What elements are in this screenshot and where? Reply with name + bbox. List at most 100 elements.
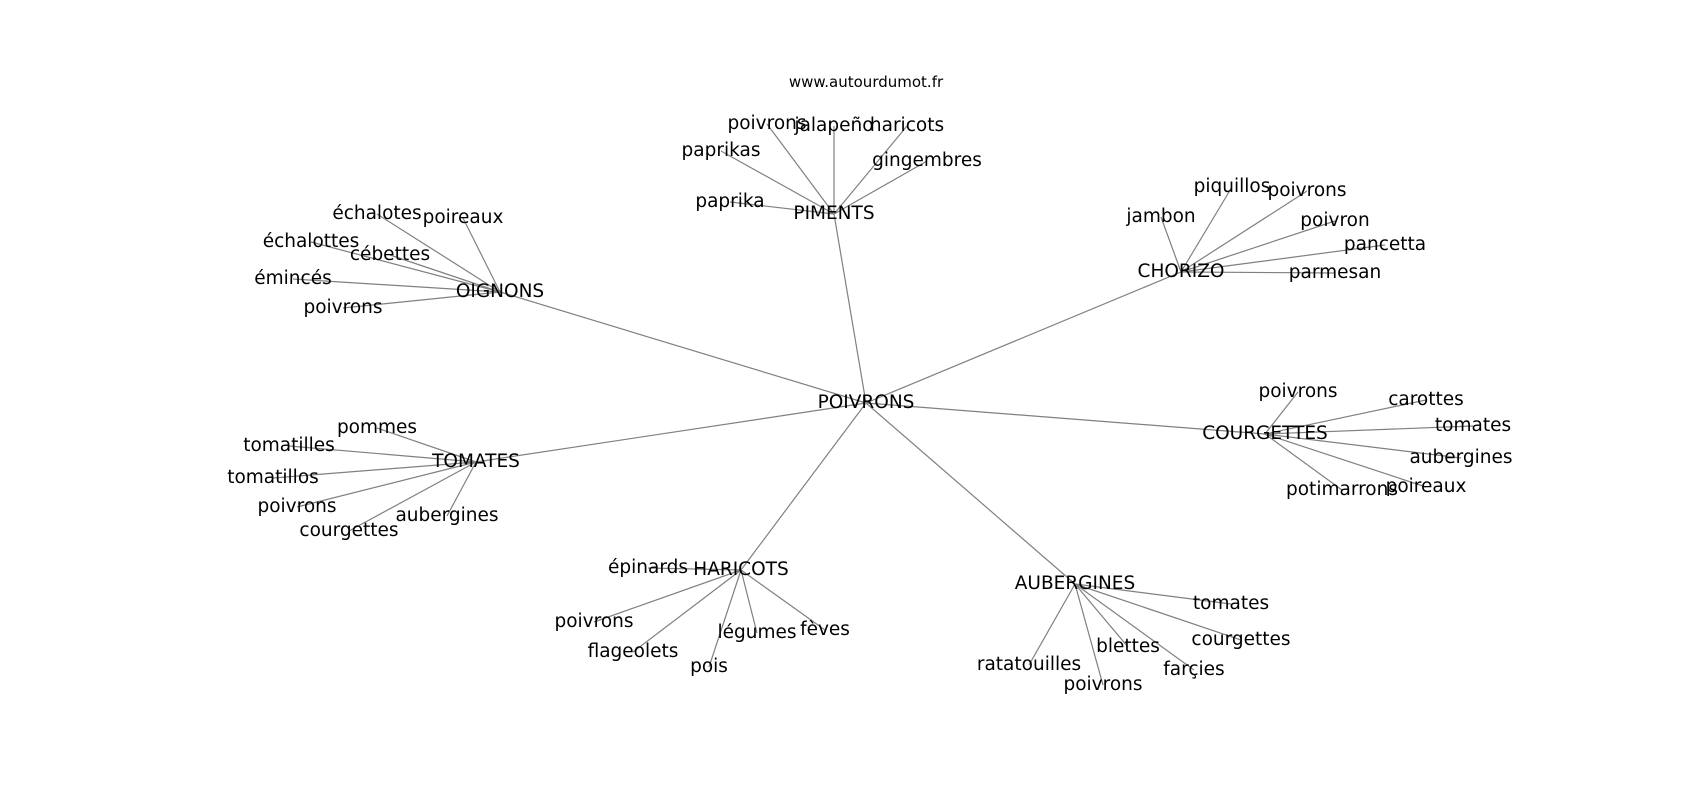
hub-node-label: AUBERGINES — [1015, 573, 1136, 594]
edge-hub-to-leaf — [1074, 583, 1232, 605]
leaf-node-label: tomatillos — [227, 467, 319, 488]
edge-hub-to-leaf — [1074, 583, 1242, 641]
edge-hub-to-leaf — [593, 569, 742, 623]
edge-hub-to-leaf — [1264, 399, 1427, 435]
leaf-node-label: flageolets — [588, 641, 679, 662]
leaf-node-label: pancetta — [1344, 234, 1426, 255]
leaf-node-label: poivrons — [554, 611, 633, 632]
edge-hub-to-leaf — [720, 150, 835, 215]
leaf-node-label: tomates — [1435, 415, 1511, 436]
leaf-node-label: légumes — [717, 622, 796, 643]
edge-hub-to-leaf — [1264, 433, 1462, 459]
edge-center-to-hub — [865, 402, 1076, 585]
leaf-node-label: cébettes — [350, 244, 430, 265]
edge-center-to-hub — [865, 271, 1182, 404]
edge-hub-to-leaf — [632, 569, 742, 653]
edge-hub-to-leaf — [310, 241, 501, 293]
edge-hub-to-leaf — [647, 567, 742, 571]
leaf-node-label: poireaux — [423, 207, 504, 228]
leaf-node-label: échalottes — [263, 231, 360, 252]
leaf-node-label: parmesan — [1289, 262, 1381, 283]
edge-hub-to-leaf — [376, 427, 477, 463]
hub-node-label: HARICOTS — [693, 559, 788, 580]
leaf-node-label: blettes — [1096, 636, 1160, 657]
edge-hub-to-leaf — [1074, 583, 1104, 686]
edge-hub-to-leaf — [740, 569, 826, 631]
edge-hub-to-leaf — [1074, 583, 1129, 648]
edge-center-to-hub — [499, 291, 867, 404]
edge-center-to-hub — [740, 402, 867, 571]
leaf-node-label: jalapeño — [793, 115, 873, 136]
leaf-node-label: fèves — [800, 619, 850, 640]
leaf-node-label: paprika — [695, 191, 764, 212]
edge-hub-to-leaf — [389, 254, 501, 293]
leaf-node-label: poivrons — [727, 113, 806, 134]
edge-hub-to-leaf — [729, 201, 835, 215]
leaf-node-label: poireaux — [1386, 476, 1467, 497]
leaf-node-label: carottes — [1388, 389, 1464, 410]
edge-hub-to-leaf — [292, 278, 501, 293]
leaf-node-label: émincés — [254, 268, 331, 289]
leaf-node-label: haricots — [870, 115, 944, 136]
leaf-node-label: poivrons — [1063, 674, 1142, 695]
leaf-node-label: épinards — [608, 557, 688, 578]
leaf-node-label: gingembres — [872, 150, 982, 171]
hub-node-label: OIGNONS — [456, 281, 544, 302]
edge-hub-to-leaf — [1264, 433, 1427, 488]
edge-hub-to-leaf — [272, 461, 477, 479]
leaf-node-label: pommes — [337, 417, 417, 438]
edge-hub-to-leaf — [1180, 220, 1336, 273]
edge-hub-to-leaf — [1264, 391, 1299, 435]
leaf-node-label: jambon — [1125, 206, 1195, 227]
center-node-label: POIVRONS — [818, 392, 915, 413]
edge-center-to-hub — [475, 402, 867, 463]
hub-node-label: COURGETTES — [1202, 423, 1328, 444]
leaf-node-label: poivrons — [303, 297, 382, 318]
leaf-node-label: pois — [690, 656, 728, 677]
edge-hub-to-leaf — [446, 461, 477, 517]
edge-hub-to-leaf — [288, 445, 477, 463]
edge-hub-to-leaf — [1074, 583, 1195, 671]
edge-hub-to-leaf — [1264, 433, 1343, 491]
leaf-node-label: piquillos — [1194, 176, 1271, 197]
edge-hub-to-leaf — [708, 569, 742, 668]
edge-hub-to-leaf — [1028, 583, 1076, 666]
edge-hub-to-leaf — [342, 291, 501, 309]
edge-hub-to-leaf — [462, 217, 501, 293]
leaf-node-label: paprikas — [682, 140, 761, 161]
leaf-node-label: courgettes — [299, 520, 398, 541]
edge-hub-to-leaf — [296, 461, 477, 508]
leaf-node-label: poivron — [1300, 210, 1369, 231]
leaf-node-label: farçies — [1163, 659, 1224, 680]
leaf-node-label: poivrons — [1267, 180, 1346, 201]
edge-center-to-hub — [865, 402, 1266, 435]
edge-hub-to-leaf — [1180, 186, 1233, 273]
edge-hub-to-leaf — [348, 461, 477, 532]
edge-hub-to-leaf — [1180, 271, 1336, 274]
edge-hub-to-leaf — [766, 123, 835, 215]
leaf-node-label: tomatilles — [243, 435, 335, 456]
leaf-node-label: aubergines — [1409, 447, 1512, 468]
edge-hub-to-leaf — [833, 125, 908, 215]
leaf-node-label: poivrons — [257, 496, 336, 517]
edge-hub-to-leaf — [1180, 244, 1386, 273]
source-label: www.autourdumot.fr — [789, 73, 944, 91]
leaf-node-label: potimarrons — [1286, 479, 1398, 500]
leaf-node-label: courgettes — [1191, 629, 1290, 650]
leaf-node-label: échalotes — [332, 203, 421, 224]
hub-node-label: TOMATES — [431, 451, 520, 472]
labels: POIVRONSPIMENTSpoivronsjalapeñoharicotsp… — [227, 113, 1512, 695]
leaf-node-label: tomates — [1193, 593, 1269, 614]
edge-hub-to-leaf — [1160, 216, 1182, 273]
edges — [272, 123, 1474, 686]
edge-hub-to-leaf — [376, 213, 501, 293]
edge-hub-to-leaf — [740, 569, 758, 634]
hub-node-label: CHORIZO — [1138, 261, 1225, 282]
edge-hub-to-leaf — [833, 160, 928, 215]
leaf-node-label: ratatouilles — [977, 654, 1081, 675]
edge-hub-to-leaf — [1264, 425, 1474, 435]
hub-node-label: PIMENTS — [793, 203, 874, 224]
leaf-node-label: aubergines — [395, 505, 498, 526]
edge-hub-to-leaf — [1180, 190, 1308, 273]
